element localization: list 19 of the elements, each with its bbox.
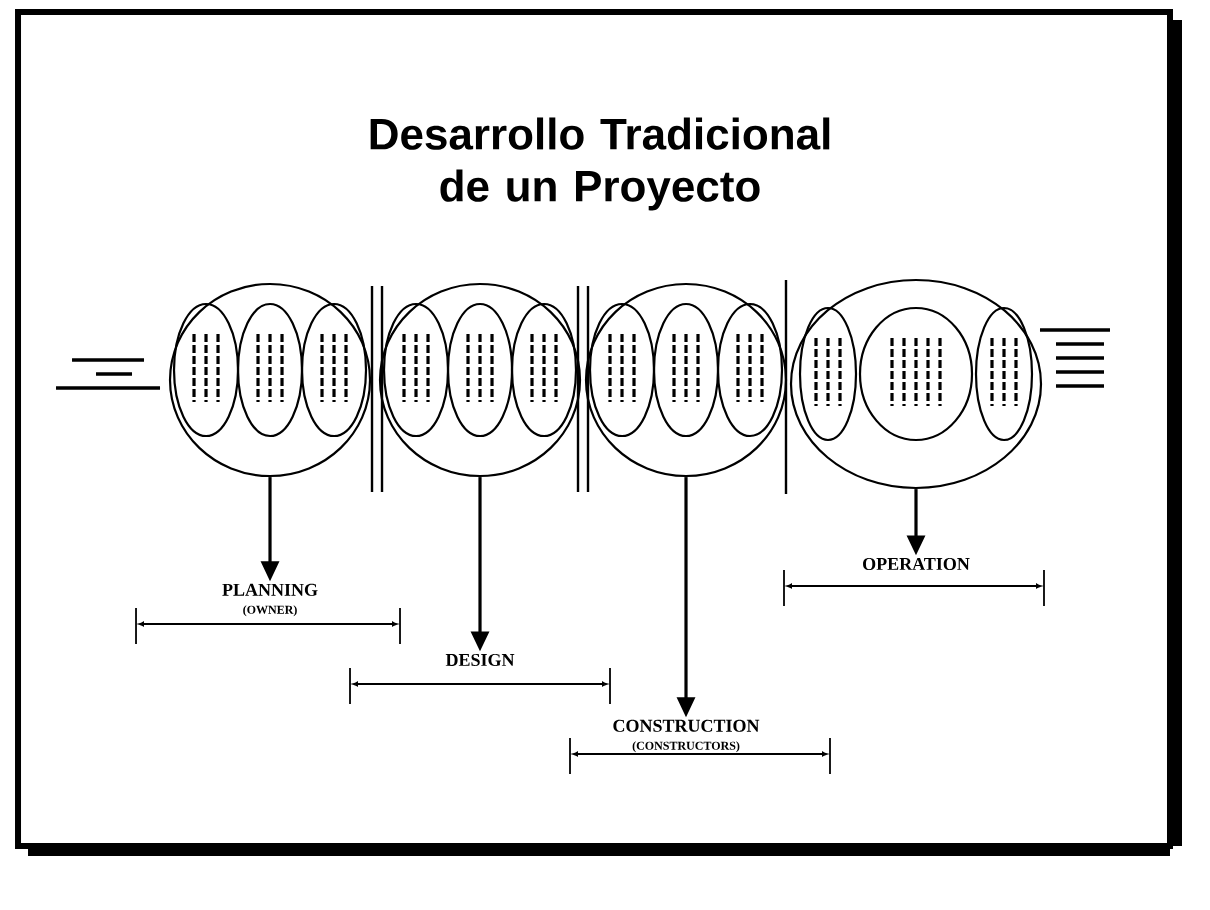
activity-ellipse	[510, 302, 578, 438]
phase-label: OPERATION	[863, 557, 970, 571]
activity-ellipse	[716, 302, 784, 438]
title: Desarrollo Tradicional de un Proyecto	[370, 117, 830, 211]
activity-ellipse	[798, 306, 858, 442]
activity-ellipse	[382, 302, 450, 438]
phase-circle	[378, 282, 582, 478]
activity-ellipse	[172, 302, 240, 438]
activity-ellipse	[588, 302, 656, 438]
phase-circle	[789, 278, 1043, 490]
phase-circle	[168, 282, 372, 478]
phase-circle	[584, 282, 788, 478]
activity-ellipse	[652, 302, 720, 438]
activity-ellipse	[974, 306, 1034, 442]
activity-ellipse	[446, 302, 514, 438]
activity-ellipse	[300, 302, 368, 438]
phase-label: DESIGN	[445, 653, 515, 667]
activity-ellipse	[858, 306, 974, 442]
activity-ellipse	[236, 302, 304, 438]
